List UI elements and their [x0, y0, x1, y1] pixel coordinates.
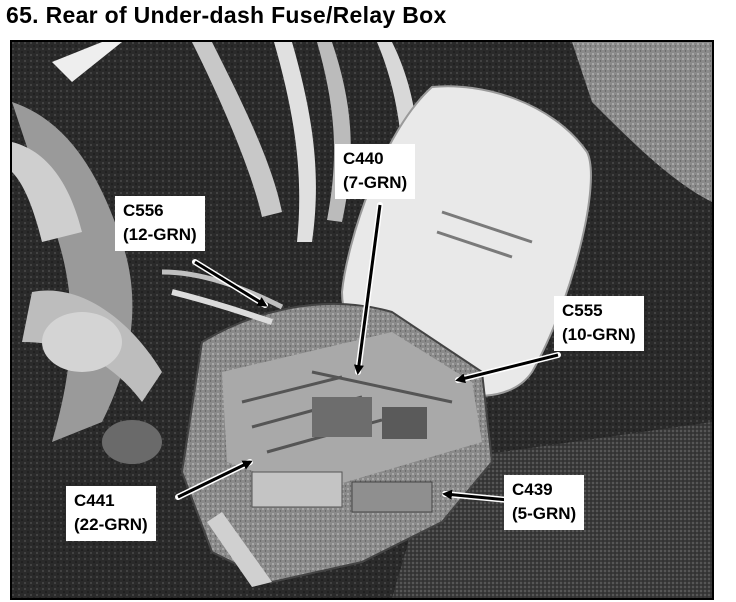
callout-c441: C441 (22-GRN): [66, 486, 156, 541]
arrow-c440: [353, 204, 382, 375]
callout-c555-desc: (10-GRN): [562, 325, 636, 344]
arrow-c439: [442, 489, 509, 502]
callout-c440-desc: (7-GRN): [343, 173, 408, 192]
arrow-c555: [455, 353, 559, 384]
callout-c441-code: C441: [74, 491, 115, 510]
callout-c439-code: C439: [512, 480, 553, 499]
callout-c555: C555 (10-GRN): [554, 296, 644, 351]
callout-c555-code: C555: [562, 301, 603, 320]
page-title: 65. Rear of Under-dash Fuse/Relay Box: [6, 2, 447, 28]
callout-c440-code: C440: [343, 149, 384, 168]
callout-c441-desc: (22-GRN): [74, 515, 148, 534]
callout-c439-desc: (5-GRN): [512, 504, 577, 523]
callout-c556: C556 (12-GRN): [115, 196, 205, 251]
callout-c440: C440 (7-GRN): [335, 144, 416, 199]
callout-c556-code: C556: [123, 201, 164, 220]
callout-c439: C439 (5-GRN): [504, 475, 585, 530]
arrow-c556: [194, 260, 268, 307]
arrow-c441: [177, 460, 253, 499]
callout-c556-desc: (12-GRN): [123, 225, 197, 244]
